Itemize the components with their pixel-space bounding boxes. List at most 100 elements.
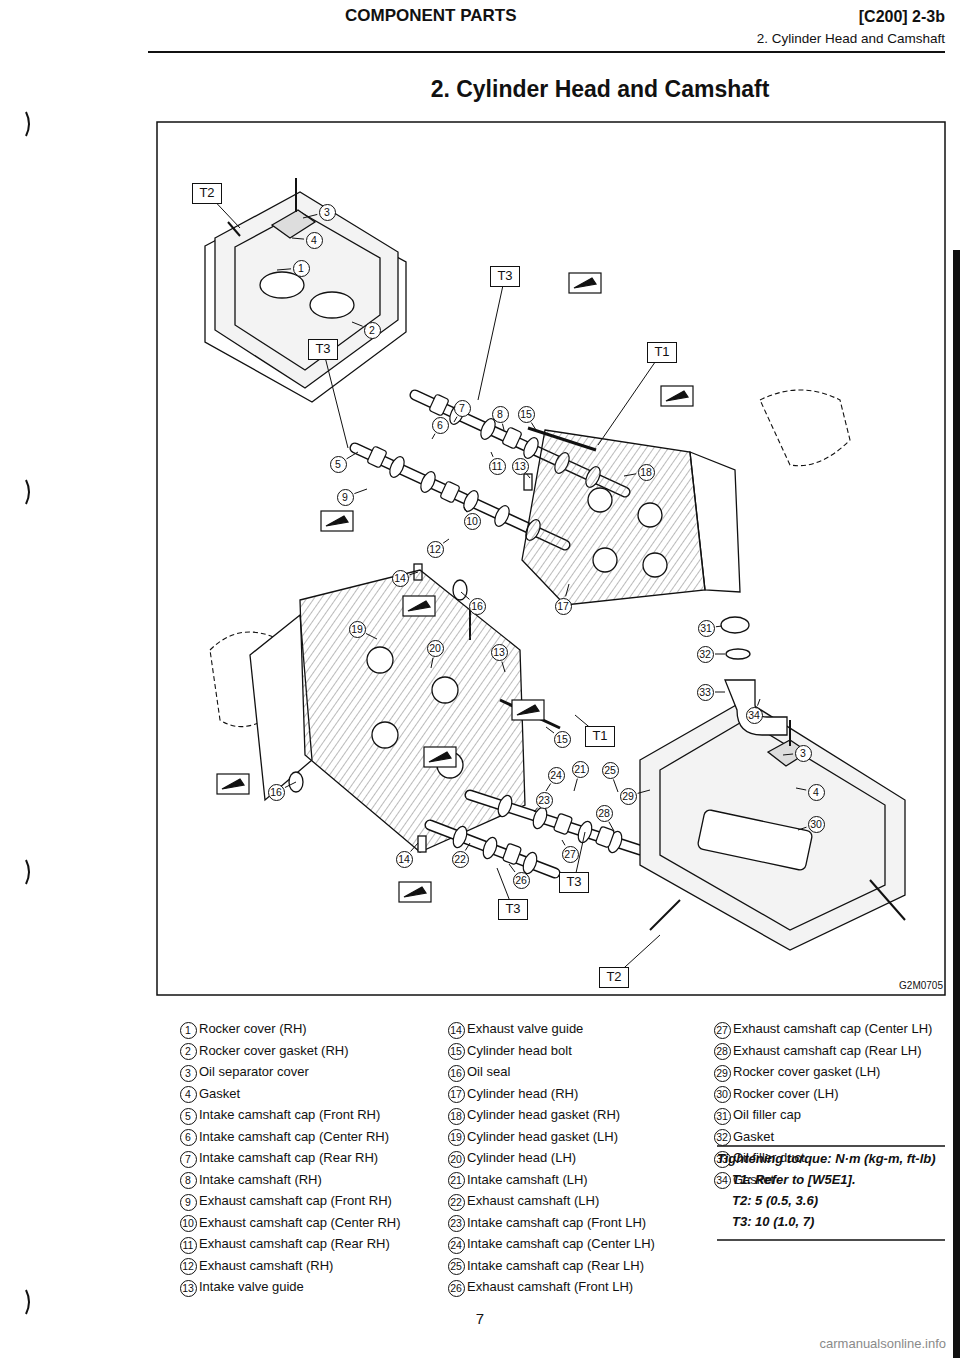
leader-line <box>609 822 614 831</box>
callout-number: 29 <box>620 788 637 805</box>
camshaft-rh <box>521 435 541 460</box>
cylinder-head-lh <box>500 700 560 728</box>
part-name: Rocker cover gasket (LH) <box>733 1065 880 1080</box>
leader-line <box>366 633 377 639</box>
part-name: Rocker cover (RH) <box>199 1022 307 1037</box>
legend-number: 18 <box>448 1108 465 1125</box>
sealant-symbol <box>666 391 688 401</box>
legend-number: 11 <box>180 1237 197 1254</box>
part-name: Intake camshaft cap (Center LH) <box>467 1237 655 1252</box>
callout-number: 2 <box>364 322 381 339</box>
sealant-symbol <box>399 882 431 902</box>
cylinder-head-lh <box>432 677 458 703</box>
camshaft-lh <box>531 806 550 831</box>
leader-line <box>566 584 569 596</box>
legend-number: 29 <box>714 1065 731 1082</box>
leader-line <box>292 238 304 239</box>
sealant-symbol <box>574 278 596 288</box>
torque-box: T2 <box>599 967 629 988</box>
leader-line <box>715 654 725 655</box>
legend-number: 10 <box>180 1215 197 1232</box>
camshaft-lh <box>553 813 572 835</box>
cylinder-head-rh <box>643 553 667 577</box>
part-name: Cylinder head gasket (RH) <box>467 1108 620 1123</box>
cylinder-head-rh <box>522 430 705 605</box>
sealant-symbol <box>217 273 693 902</box>
callout-number: 12 <box>427 541 444 558</box>
sealant-symbol <box>424 747 456 767</box>
callout-number: 32 <box>697 646 714 663</box>
leader-line <box>502 424 504 430</box>
legend-number: 28 <box>714 1043 731 1060</box>
leader-line <box>411 843 418 851</box>
page-number: 7 <box>476 1310 484 1327</box>
sealant-symbol <box>217 774 249 794</box>
rocker-cover-rh <box>228 222 240 236</box>
callout-number: 14 <box>392 570 409 587</box>
callout-number: 14 <box>396 851 413 868</box>
camshaft-lh <box>502 843 521 865</box>
cylinder-head-lh <box>418 836 426 852</box>
callout-number: 13 <box>491 644 508 661</box>
callout-number: 33 <box>697 684 714 701</box>
camshaft-lh <box>451 825 470 850</box>
callout-number: 24 <box>548 767 565 784</box>
torque-box: T1 <box>585 726 615 747</box>
leader-line <box>624 474 636 476</box>
part-name: Exhaust camshaft (LH) <box>467 1194 599 1209</box>
sealant-symbol <box>408 601 430 611</box>
torque-note: T3: 10 (1.0, 7) <box>732 1215 814 1230</box>
leader-line <box>509 864 515 872</box>
callout-number: 3 <box>319 204 336 221</box>
camshaft-lh <box>430 794 640 876</box>
part-name: Exhaust valve guide <box>467 1022 583 1037</box>
leader-line <box>715 692 725 693</box>
part-name: Exhaust camshaft (Front LH) <box>467 1280 633 1295</box>
legend-number: 27 <box>714 1022 731 1039</box>
camshaft-rh <box>502 427 522 449</box>
part-name: Intake camshaft (LH) <box>467 1173 588 1188</box>
leader-line <box>347 452 358 459</box>
watermark: carmanualsonline.info <box>820 1337 946 1352</box>
callout-number: 15 <box>554 731 571 748</box>
legend-number: 19 <box>448 1129 465 1146</box>
legend-number: 7 <box>180 1151 197 1168</box>
callout-number: 30 <box>808 816 825 833</box>
sealant-symbol <box>222 779 244 789</box>
sealant-symbol <box>404 887 426 897</box>
page-header: COMPONENT PARTS <box>345 6 517 26</box>
callout-number: 26 <box>513 872 530 889</box>
leader-line <box>277 269 291 270</box>
leader-line <box>431 658 433 668</box>
legend-number: 3 <box>180 1065 197 1082</box>
legend-number: 8 <box>180 1172 197 1189</box>
rocker-cover-lh <box>650 900 680 930</box>
rocker-cover-rh <box>295 178 297 212</box>
part-name: Intake camshaft cap (Front LH) <box>467 1216 646 1231</box>
torque-rule <box>717 1239 945 1240</box>
rocker-cover-rh <box>215 192 398 388</box>
camshaft-rh <box>492 503 512 528</box>
rocker-cover-rh <box>310 292 354 318</box>
legend-number: 26 <box>448 1280 465 1297</box>
legend-number: 12 <box>180 1258 197 1275</box>
torque-code: T1 <box>654 345 669 360</box>
callout-number: 25 <box>602 762 619 779</box>
sealant-symbol <box>569 273 601 293</box>
oil-filler <box>726 649 750 659</box>
leader-line <box>531 422 536 430</box>
part-name: Rocker cover (LH) <box>733 1087 838 1102</box>
legend-number: 14 <box>448 1022 465 1039</box>
callout-number: 6 <box>432 417 449 434</box>
leader-line <box>562 840 565 845</box>
legend-number: 34 <box>714 1172 731 1189</box>
camshaft-rh <box>387 454 407 479</box>
part-name: Exhaust camshaft (RH) <box>199 1259 333 1274</box>
figure-frame <box>157 122 945 995</box>
part-name: Oil separator cover <box>199 1065 309 1080</box>
leader-line <box>454 417 457 422</box>
part-name: Exhaust camshaft cap (Center RH) <box>199 1216 401 1231</box>
legend-number: 25 <box>448 1258 465 1275</box>
part-name: Exhaust camshaft cap (Rear LH) <box>733 1044 922 1059</box>
